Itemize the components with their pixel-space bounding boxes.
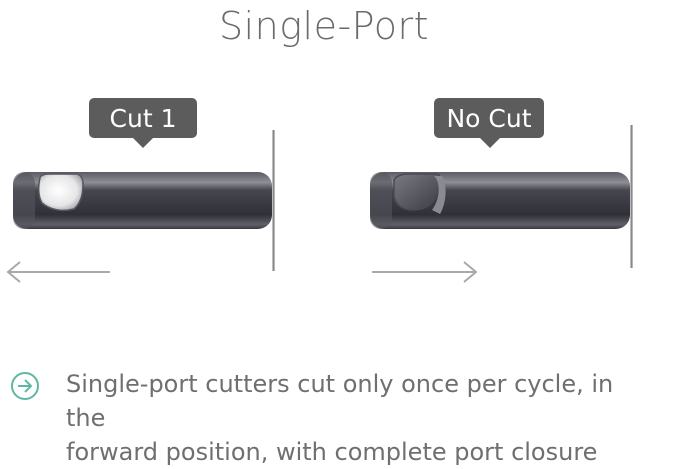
- callout-cut-1: Cut 1: [89, 98, 197, 148]
- closed-port: [393, 173, 446, 214]
- cutter-tube-open: [13, 172, 272, 229]
- cutter-diagram: Cut 1 No Cut: [6, 98, 633, 283]
- no-cut-panel: No Cut: [370, 98, 633, 283]
- cutter-tube-closed: [370, 172, 630, 229]
- page-title: Single-Port: [218, 4, 430, 48]
- arrow-circle-right-icon: [11, 372, 39, 400]
- bullet-text-line-2: forward position, with complete port clo…: [66, 438, 598, 466]
- arrow-left-icon: [6, 261, 110, 283]
- bullet-text-line-1: Single-port cutters cut only once per cy…: [66, 370, 614, 432]
- svg-text:Cut 1: Cut 1: [110, 104, 177, 133]
- arrow-right-icon: [372, 261, 478, 283]
- end-plate: [272, 130, 275, 271]
- callout-no-cut: No Cut: [434, 98, 544, 148]
- open-port: [37, 173, 84, 212]
- svg-text:No Cut: No Cut: [446, 104, 531, 133]
- cut-1-panel: Cut 1: [6, 98, 275, 283]
- end-plate: [630, 125, 633, 268]
- bullet-text: Single-port cutters cut only once per cy…: [66, 367, 660, 469]
- bullet-note: Single-port cutters cut only once per cy…: [10, 367, 660, 469]
